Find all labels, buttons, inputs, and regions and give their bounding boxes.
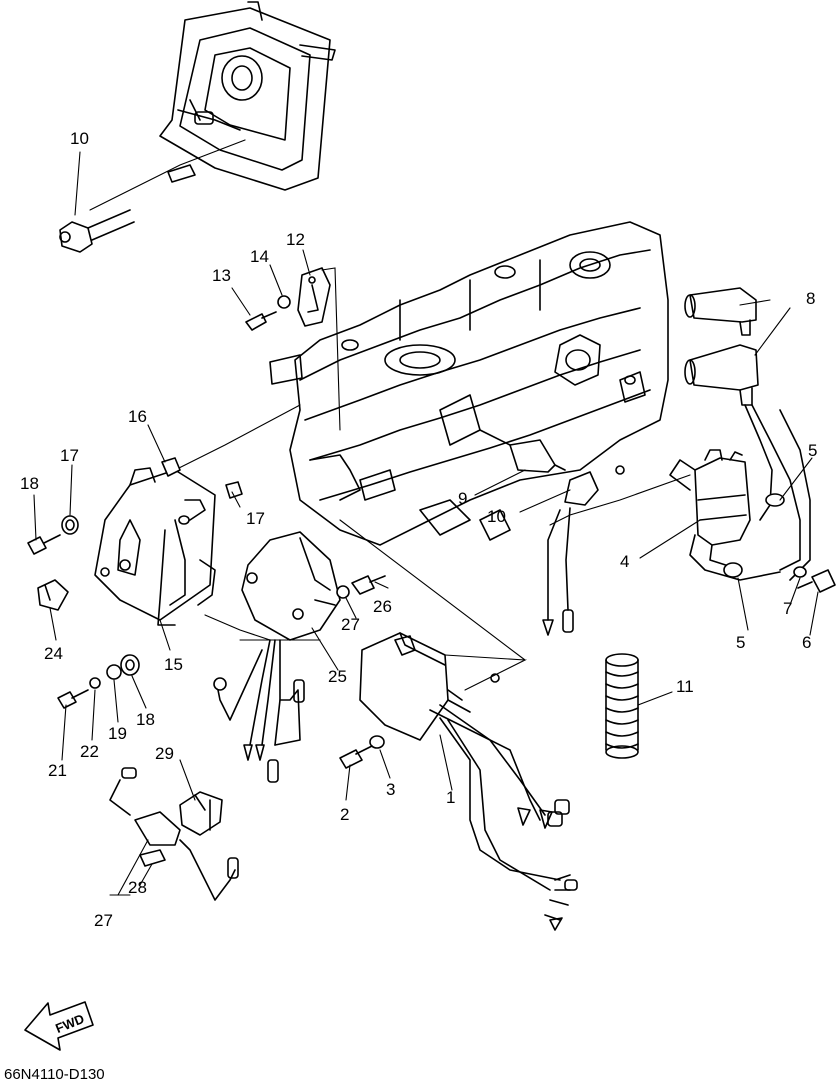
label-part-21: 21 bbox=[48, 761, 67, 780]
label-part-7: 7 bbox=[783, 599, 793, 618]
label-part-18-upper: 17 bbox=[60, 446, 79, 465]
label-part-5-upper: 5 bbox=[808, 441, 818, 460]
label-part-3: 3 bbox=[386, 780, 396, 799]
protector-tube-drawing bbox=[605, 653, 639, 759]
label-part-12: 11 bbox=[676, 677, 694, 696]
drawing-code: 66N4110-D130 bbox=[4, 1066, 105, 1083]
label-part-8: 8 bbox=[806, 289, 816, 308]
engine-block-drawing bbox=[269, 221, 669, 546]
label-part-4: 4 bbox=[620, 552, 630, 571]
label-part-20: 19 bbox=[108, 724, 127, 743]
label-part-29: 29 bbox=[155, 744, 174, 763]
ignition-coil-drawing bbox=[669, 449, 785, 581]
leader-lines bbox=[33, 151, 819, 886]
label-part-18-lower: 18 bbox=[136, 710, 155, 729]
label-part-24: 25 bbox=[328, 667, 347, 686]
label-part-27: 27 bbox=[94, 911, 113, 930]
label-part-10: 10 bbox=[487, 507, 506, 526]
label-part-16: 15 bbox=[164, 655, 183, 674]
label-part-2: 2 bbox=[340, 805, 350, 824]
label-part-23: 24 bbox=[44, 644, 63, 663]
bracket-drawing bbox=[94, 467, 216, 626]
label-part-28: 28 bbox=[128, 878, 147, 897]
label-part-17-upper: 16 bbox=[128, 407, 147, 426]
label-part-14: 13 bbox=[212, 266, 231, 285]
rectifier-regulator-drawing bbox=[241, 531, 341, 641]
label-part-6: 6 bbox=[802, 633, 812, 652]
label-part-25: 26 bbox=[373, 597, 392, 616]
spark-plug-caps-drawing bbox=[684, 287, 759, 406]
label-part-9: 9 bbox=[458, 489, 468, 508]
label-part-1: 1 bbox=[446, 788, 456, 807]
label-part-19: 18 bbox=[20, 474, 39, 493]
label-part-26: 27 bbox=[341, 615, 360, 634]
cdi-unit-drawing bbox=[359, 632, 500, 741]
label-part-15: 14 bbox=[250, 247, 269, 266]
label-part-11: 10 bbox=[70, 129, 89, 148]
label-part-13: 12 bbox=[286, 230, 305, 249]
label-part-5-lower: 5 bbox=[736, 633, 746, 652]
label-part-22: 22 bbox=[80, 742, 99, 761]
label-part-17-mid: 17 bbox=[246, 509, 265, 528]
cylinder-head-cover-drawing bbox=[159, 1, 336, 191]
